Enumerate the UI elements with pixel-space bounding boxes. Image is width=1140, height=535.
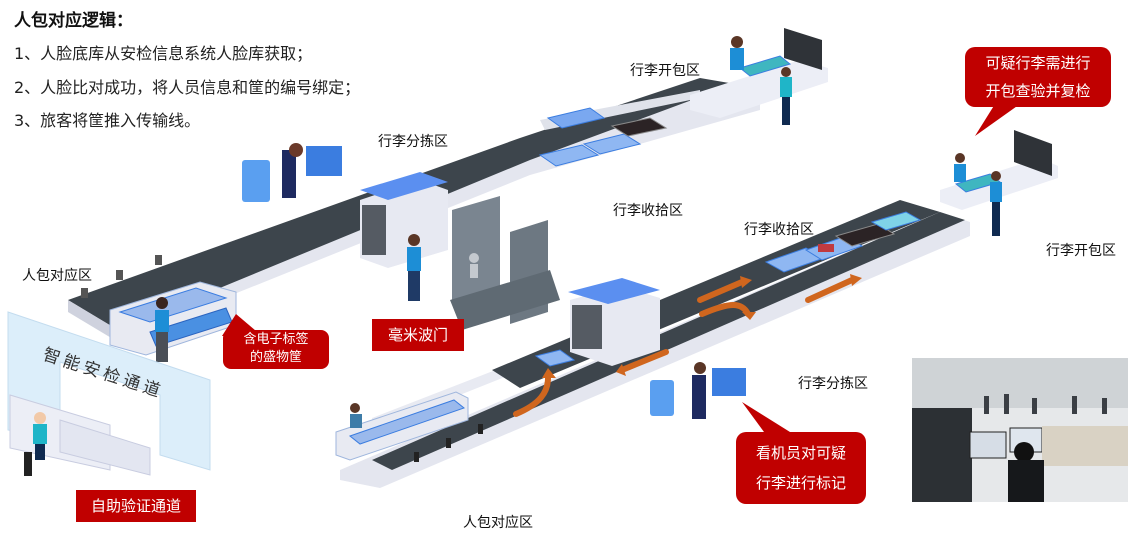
zone-label-sort-top: 行李分拣区 bbox=[378, 134, 448, 150]
logic-step-2: 2、人脸比对成功，将人员信息和筐的编号绑定； bbox=[14, 78, 361, 97]
open-callout-pointer bbox=[975, 104, 1020, 136]
flow-arrow-heads bbox=[542, 274, 862, 378]
rfid-readers-top bbox=[81, 255, 162, 298]
mmwave-gate-shape bbox=[450, 196, 560, 330]
flow-arrows bbox=[513, 277, 855, 417]
logic-step-3: 3、旅客将筐推入传输线。 bbox=[14, 111, 201, 130]
zone-label-collect-right: 行李收拾区 bbox=[744, 222, 814, 238]
callout-mmwave-gate: 毫米波门 bbox=[372, 319, 464, 351]
callout-rfid-line-1: 含电子标签 bbox=[243, 332, 309, 347]
open-bag-station-top bbox=[690, 28, 828, 125]
open-bag-station-right bbox=[940, 130, 1058, 236]
zone-label-match-bottom: 人包对应区 bbox=[463, 515, 533, 531]
trays-top bbox=[538, 107, 668, 167]
operator-station-lower bbox=[650, 362, 746, 419]
guard-figure bbox=[407, 234, 421, 301]
callout-suspicious-open: 可疑行李需进行 开包查验并复检 bbox=[965, 47, 1111, 107]
callout-rfid-line-2: 的盛物筐 bbox=[249, 350, 302, 365]
operator-station-top bbox=[242, 143, 342, 202]
passenger-figure-left bbox=[155, 297, 169, 362]
trays-lower bbox=[764, 211, 922, 273]
callout-suspicious-line-2: 开包查验并复检 bbox=[985, 82, 1091, 100]
callout-operator-line-1: 看机员对可疑 bbox=[755, 444, 846, 462]
callout-suspicious-line-1: 可疑行李需进行 bbox=[985, 54, 1091, 72]
callout-operator-mark: 看机员对可疑 行李进行标记 bbox=[736, 432, 866, 504]
tray-rack-lower bbox=[335, 391, 469, 461]
xray-machine-top bbox=[360, 172, 448, 268]
rfid-readers-lower bbox=[414, 424, 483, 462]
logic-title: 人包对应逻辑： bbox=[14, 11, 133, 31]
security-checkpoint-photo bbox=[912, 358, 1128, 502]
smart-channel-structure bbox=[7, 311, 211, 476]
logic-step-1: 1、人脸底库从安检信息系统人脸库获取； bbox=[14, 44, 313, 63]
callout-rfid-tray: 含电子标签 的盛物筐 bbox=[223, 330, 329, 369]
zone-label-match-left: 人包对应区 bbox=[22, 268, 92, 284]
zone-label-open-top: 行李开包区 bbox=[630, 63, 700, 79]
callout-operator-line-2: 行李进行标记 bbox=[755, 474, 846, 492]
zone-label-sort-right: 行李分拣区 bbox=[798, 376, 868, 392]
zone-label-open-right: 行李开包区 bbox=[1046, 243, 1116, 259]
callout-self-verify: 自助验证通道 bbox=[76, 490, 196, 522]
operator-callout-pointer bbox=[742, 402, 790, 432]
zone-label-collect-mid: 行李收拾区 bbox=[613, 203, 683, 219]
xray-machine-lower bbox=[568, 278, 660, 366]
